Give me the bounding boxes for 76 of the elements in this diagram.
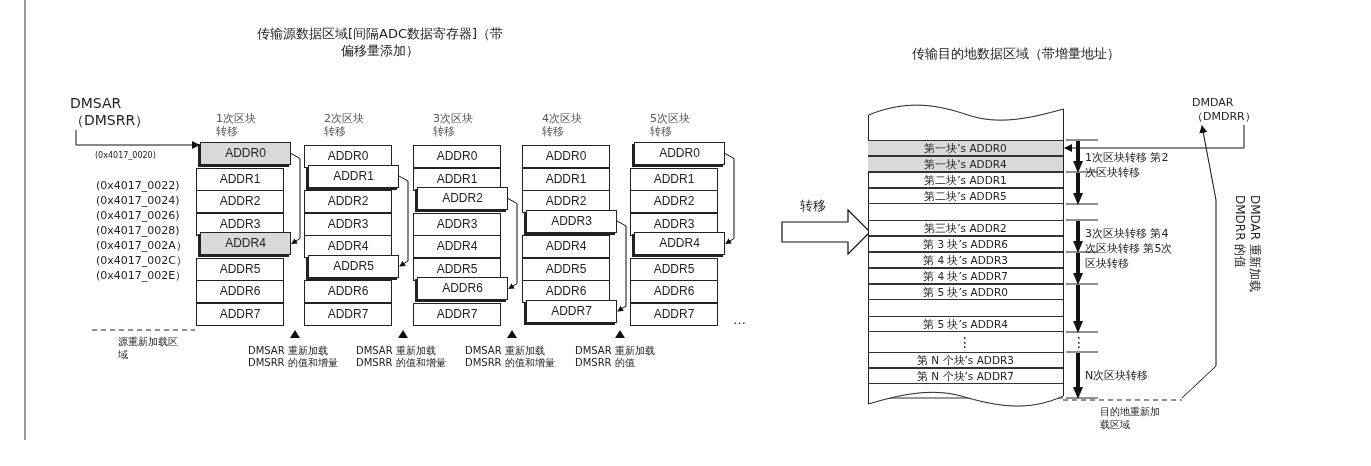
memory-row: 第 3 块’s ADDR6 — [868, 236, 1063, 252]
memory-row: 第 5 块’s ADDR4 — [868, 316, 1063, 332]
address-cell: ADDR4 — [522, 235, 610, 258]
address-cell: ADDR1 — [630, 167, 718, 191]
address-cell: ADDR0 — [522, 145, 610, 168]
address-note: (0x4017_0022) (0x4017_0024) (0x4017_0026) (0x4017_0028) (0x4017_002A）(0x4017_002C）(0x4017_002E） — [96, 178, 184, 283]
ellipsis: ⋮ — [958, 334, 970, 350]
reload-area-label: 源重新加载区域 — [118, 335, 178, 361]
memory-row: 第一块’s ADDR0 — [868, 140, 1063, 156]
address-cell: ADDR6 — [630, 280, 718, 303]
address-cell: ADDR5 — [308, 254, 399, 278]
address-cell: ADDR3 — [413, 212, 501, 236]
address-cell: ADDR6 — [304, 280, 392, 303]
ellipsis: … — [733, 312, 747, 328]
ellipsis: ⋮ — [1072, 334, 1084, 350]
column-heading: 5次区块转移 — [650, 112, 691, 138]
memory-row: 第二块’s ADDR1 — [868, 172, 1063, 188]
address-cell: ADDR0 — [634, 142, 725, 165]
address-cell: ADDR2 — [196, 190, 284, 213]
register-label: DMSAR（DMSRR） — [70, 95, 180, 129]
reload-note: DMSAR 重新加载 DMSRR 的值和增量 — [465, 345, 556, 369]
address-cell: ADDR5 — [522, 257, 610, 281]
address-cell: ADDR3 — [526, 209, 617, 233]
arrow — [398, 175, 409, 267]
memory-row: 第 N 个块’s ADDR7 — [868, 368, 1063, 384]
arrow — [1064, 124, 1245, 152]
address-cell: ADDR2 — [630, 190, 718, 213]
reload-note: DMSAR 重新加载 DMSRR 的值和增量 — [356, 345, 447, 369]
address-cell: ADDR7 — [413, 302, 501, 326]
reload-area-label: 目的地重新加载区域 — [1100, 405, 1161, 431]
reload-note: DMSAR 重新加载 DMSRR 的值 — [575, 345, 656, 369]
reload-note: DMSAR 重新加载 DMSRR 的值和增量 — [248, 345, 339, 369]
address-cell: ADDR1 — [196, 167, 284, 191]
address-cell: ADDR2 — [304, 190, 392, 213]
memory-row: 第二块’s ADDR5 — [868, 188, 1063, 204]
arrow — [616, 220, 627, 312]
column-heading: 3次区块转移 — [433, 112, 474, 138]
region-title: 传输源数据区域[间隔ADC数据寄存器]（带偏移量添加） — [255, 25, 505, 59]
address-cell: ADDR4 — [634, 232, 725, 255]
address-cell: ADDR7 — [526, 299, 617, 323]
arrow — [724, 153, 735, 245]
address-cell: ADDR3 — [304, 212, 392, 236]
address-cell: ADDR4 — [413, 235, 501, 258]
arrow — [290, 153, 301, 245]
register-label: DMDAR（DMDRR） — [1192, 96, 1254, 124]
address-cell: ADDR6 — [417, 277, 508, 300]
address-cell: ADDR0 — [200, 142, 291, 165]
memory-row: 第 4 块’s ADDR7 — [868, 268, 1063, 284]
address-cell: ADDR7 — [196, 302, 284, 326]
memory-row: 第一块’s ADDR4 — [868, 156, 1063, 172]
arrow — [75, 129, 200, 149]
address-note: (0x4017_0020) — [95, 150, 157, 161]
address-cell: ADDR1 — [308, 164, 399, 188]
address-cell: ADDR6 — [196, 280, 284, 303]
region-title: 传输目的地数据区域（带增量地址） — [912, 45, 1121, 62]
address-cell: ADDR2 — [417, 187, 508, 210]
arrow — [1181, 125, 1217, 399]
address-cell: ADDR0 — [413, 145, 501, 168]
column-heading: 1次区块转移 — [216, 112, 257, 138]
memory-row: 第 5 块’s ADDR0 — [868, 284, 1063, 300]
memory-row: 第三块’s ADDR2 — [868, 220, 1063, 236]
memory-row: 第 N 个块’s ADDR3 — [868, 352, 1063, 368]
address-cell: ADDR1 — [522, 167, 610, 191]
transfer-note: N次区块转移 — [1085, 368, 1150, 383]
address-cell: ADDR7 — [304, 302, 392, 326]
transfer-note: 1次区块转移 第2次区块转移 — [1085, 150, 1170, 180]
address-cell: ADDR5 — [196, 257, 284, 281]
address-cell: ADDR4 — [200, 232, 291, 255]
memory-row: 第 4 块’s ADDR3 — [868, 252, 1063, 268]
address-cell: ADDR7 — [630, 302, 718, 326]
arrow — [507, 198, 518, 290]
block-arrow — [781, 208, 871, 256]
address-cell: ADDR5 — [630, 257, 718, 281]
transfer-note: 3次区块转移 第4次区块转移 第5次区块转移 — [1085, 226, 1173, 271]
column-heading: 4次区块转移 — [542, 112, 583, 138]
column-heading: 2次区块转移 — [324, 112, 365, 138]
